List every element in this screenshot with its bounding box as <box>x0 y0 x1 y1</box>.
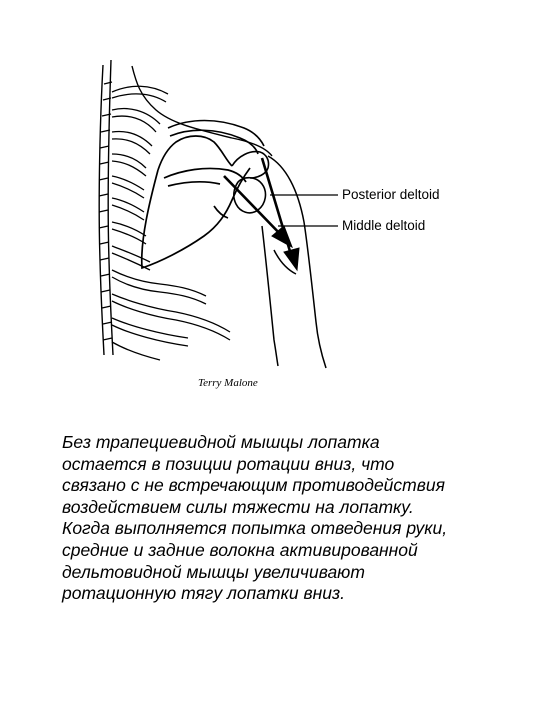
middle-deltoid-arrow <box>260 157 294 259</box>
shoulder-illustration: Posterior deltoid Middle deltoid Terry M… <box>98 59 440 389</box>
scapula <box>140 135 251 270</box>
caption-line: связано с не встречающим противодействия <box>62 475 445 496</box>
caption-line: Когда выполняется попытка отведения руки… <box>62 518 448 539</box>
force-arrows <box>223 157 300 272</box>
label-posterior-deltoid: Posterior deltoid <box>342 187 440 202</box>
caption-line: ротационную тягу лопатки вниз. <box>62 583 345 604</box>
leader-lines <box>270 194 338 227</box>
middle-deltoid-arrowhead <box>283 247 300 272</box>
clavicle <box>167 119 265 155</box>
artist-signature: Terry Malone <box>198 377 258 389</box>
neck-outline <box>131 65 273 157</box>
spine <box>98 59 114 356</box>
caption-line: дельтовидной мышцы увеличивают <box>62 561 365 582</box>
caption-line: Без трапециевидной мышцы лопатка <box>62 432 380 452</box>
caption: Без трапециевидной мышцы лопатка остаетс… <box>62 432 522 605</box>
caption-line: средние и задние волокна активированной <box>62 539 418 560</box>
arm-outline <box>261 155 327 369</box>
caption-line: остается в позиции ротации вниз, что <box>62 453 395 474</box>
caption-line: воздействием силы тяжести на лопатку. <box>62 496 414 517</box>
label-middle-deltoid: Middle deltoid <box>342 218 425 233</box>
posterior-deltoid-arrow <box>223 175 285 239</box>
